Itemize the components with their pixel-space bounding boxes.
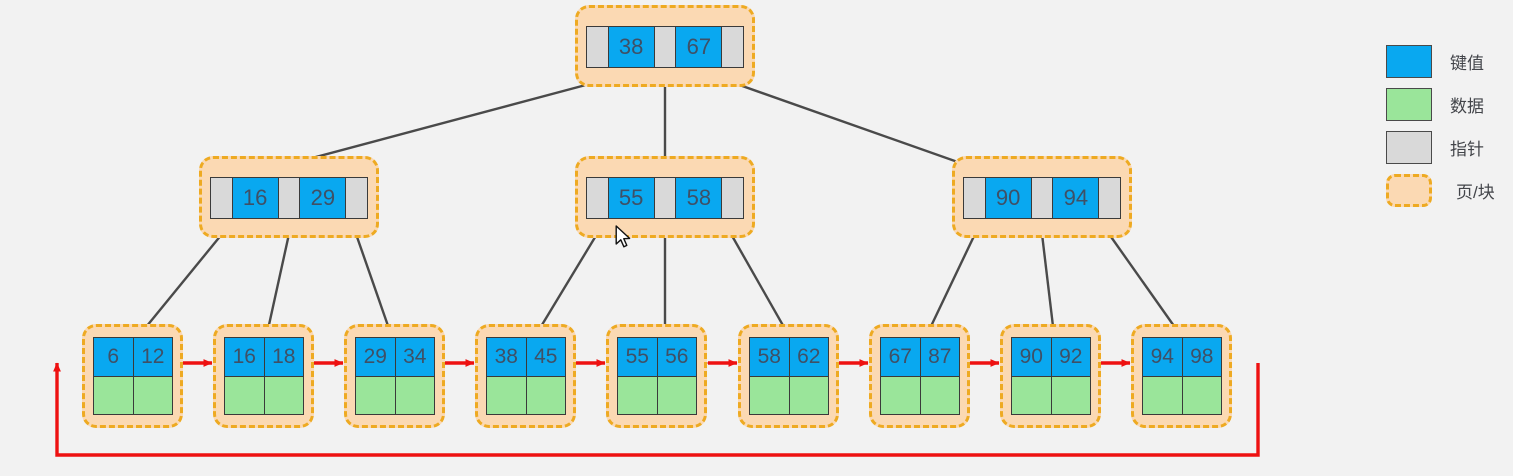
leaf-3-data-0[interactable] bbox=[356, 376, 395, 414]
leaf-9-key-0[interactable]: 94 bbox=[1143, 338, 1182, 376]
node-internal-1[interactable]: 16 29 bbox=[210, 177, 368, 219]
internal-1-pointer-2[interactable] bbox=[346, 178, 367, 218]
internal-2-pointer-2[interactable] bbox=[722, 178, 743, 218]
blue-square-icon bbox=[1386, 45, 1432, 78]
leaf-6-data-0[interactable] bbox=[750, 376, 789, 414]
leaf-7-data-1[interactable] bbox=[920, 376, 959, 414]
internal-2-pointer-1[interactable] bbox=[654, 178, 676, 218]
leaf-1-data-1[interactable] bbox=[133, 376, 172, 414]
dashed-orange-block-icon bbox=[1386, 174, 1432, 207]
leaf-2-key-0[interactable]: 16 bbox=[225, 338, 264, 376]
internal-3-key-1[interactable]: 94 bbox=[1053, 178, 1099, 218]
legend-row-page: 页/块 bbox=[1386, 169, 1513, 212]
leaf-6-data-1[interactable] bbox=[789, 376, 828, 414]
leaf-8-key-0[interactable]: 90 bbox=[1012, 338, 1051, 376]
green-square-icon bbox=[1386, 88, 1432, 121]
internal-3-pointer-2[interactable] bbox=[1099, 178, 1120, 218]
node-internal-2[interactable]: 55 58 bbox=[586, 177, 744, 219]
node-leaf-9[interactable]: 94 98 bbox=[1142, 337, 1222, 415]
leaf-2-data-1[interactable] bbox=[264, 376, 303, 414]
leaf-7-key-0[interactable]: 67 bbox=[881, 338, 920, 376]
leaf-9-data-0[interactable] bbox=[1143, 376, 1182, 414]
root-pointer-0[interactable] bbox=[587, 27, 608, 67]
leaf-4-key-0[interactable]: 38 bbox=[487, 338, 526, 376]
leaf-3-key-1[interactable]: 34 bbox=[395, 338, 434, 376]
node-root[interactable]: 38 67 bbox=[586, 26, 744, 68]
leaf-2-data-0[interactable] bbox=[225, 376, 264, 414]
leaf-1-key-0[interactable]: 6 bbox=[94, 338, 133, 376]
mouse-pointer-icon bbox=[615, 225, 631, 248]
legend-label-data: 数据 bbox=[1450, 97, 1484, 116]
leaf-3-data-1[interactable] bbox=[395, 376, 434, 414]
leaf-3-key-0[interactable]: 29 bbox=[356, 338, 395, 376]
leaf-1-key-1[interactable]: 12 bbox=[133, 338, 172, 376]
root-pointer-1[interactable] bbox=[654, 27, 676, 67]
leaf-7-data-0[interactable] bbox=[881, 376, 920, 414]
internal-1-pointer-1[interactable] bbox=[278, 178, 300, 218]
leaf-9-key-1[interactable]: 98 bbox=[1182, 338, 1221, 376]
node-leaf-1[interactable]: 6 12 bbox=[93, 337, 173, 415]
leaf-7-key-1[interactable]: 87 bbox=[920, 338, 959, 376]
internal-3-key-0[interactable]: 90 bbox=[985, 178, 1031, 218]
leaf-8-key-1[interactable]: 92 bbox=[1051, 338, 1090, 376]
leaf-4-key-1[interactable]: 45 bbox=[526, 338, 565, 376]
leaf-6-key-1[interactable]: 62 bbox=[789, 338, 828, 376]
root-key-0[interactable]: 38 bbox=[608, 27, 654, 67]
legend-row-key: 键值 bbox=[1386, 40, 1513, 83]
gray-square-icon bbox=[1386, 131, 1432, 164]
internal-2-key-1[interactable]: 58 bbox=[676, 178, 722, 218]
legend-label-page: 页/块 bbox=[1456, 183, 1495, 202]
node-leaf-3[interactable]: 29 34 bbox=[355, 337, 435, 415]
leaf-4-data-0[interactable] bbox=[487, 376, 526, 414]
leaf-1-data-0[interactable] bbox=[94, 376, 133, 414]
node-leaf-4[interactable]: 38 45 bbox=[486, 337, 566, 415]
leaf-2-key-1[interactable]: 18 bbox=[264, 338, 303, 376]
leaf-9-data-1[interactable] bbox=[1182, 376, 1221, 414]
legend-row-data: 数据 bbox=[1386, 83, 1513, 126]
legend-row-pointer: 指针 bbox=[1386, 126, 1513, 169]
node-leaf-5[interactable]: 55 56 bbox=[617, 337, 697, 415]
root-pointer-2[interactable] bbox=[722, 27, 743, 67]
node-leaf-8[interactable]: 90 92 bbox=[1011, 337, 1091, 415]
node-leaf-7[interactable]: 67 87 bbox=[880, 337, 960, 415]
root-key-1[interactable]: 67 bbox=[676, 27, 722, 67]
leaf-5-key-1[interactable]: 56 bbox=[657, 338, 696, 376]
internal-2-pointer-0[interactable] bbox=[587, 178, 608, 218]
leaf-8-data-1[interactable] bbox=[1051, 376, 1090, 414]
node-leaf-2[interactable]: 16 18 bbox=[224, 337, 304, 415]
leaf-5-data-0[interactable] bbox=[618, 376, 657, 414]
internal-3-pointer-1[interactable] bbox=[1031, 178, 1053, 218]
internal-1-key-0[interactable]: 16 bbox=[232, 178, 278, 218]
leaf-5-data-1[interactable] bbox=[657, 376, 696, 414]
legend-label-pointer: 指针 bbox=[1450, 140, 1484, 159]
leaf-8-data-0[interactable] bbox=[1012, 376, 1051, 414]
legend: 键值 数据 指针 页/块 bbox=[1386, 40, 1513, 212]
internal-1-pointer-0[interactable] bbox=[211, 178, 232, 218]
leaf-4-data-1[interactable] bbox=[526, 376, 565, 414]
internal-1-key-1[interactable]: 29 bbox=[300, 178, 346, 218]
node-internal-3[interactable]: 90 94 bbox=[963, 177, 1121, 219]
leaf-6-key-0[interactable]: 58 bbox=[750, 338, 789, 376]
internal-2-key-0[interactable]: 55 bbox=[608, 178, 654, 218]
leaf-5-key-0[interactable]: 55 bbox=[618, 338, 657, 376]
internal-3-pointer-0[interactable] bbox=[964, 178, 985, 218]
legend-label-key: 键值 bbox=[1450, 54, 1484, 73]
node-leaf-6[interactable]: 58 62 bbox=[749, 337, 829, 415]
